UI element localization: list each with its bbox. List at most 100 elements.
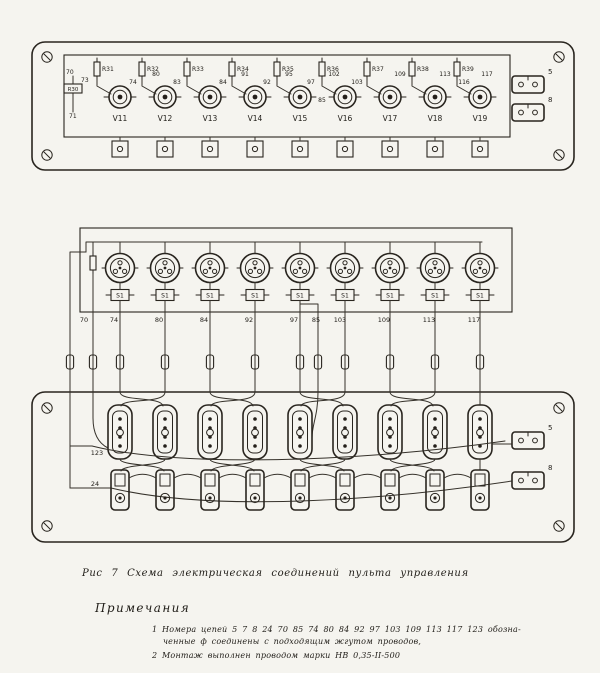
wire-number: 74 <box>110 316 118 324</box>
screw-hole <box>553 51 565 63</box>
switch-icon <box>156 140 174 158</box>
connector-icon <box>511 103 545 122</box>
tube-socket-icon <box>148 85 182 109</box>
resistor-box <box>63 83 83 94</box>
connector-label: 5 <box>548 68 552 76</box>
tube-socket-rear-icon <box>377 404 403 460</box>
wire-number: 84 <box>219 79 227 86</box>
switch-icon <box>246 140 264 158</box>
tube-socket-rear-icon <box>287 404 313 460</box>
middle-board-outline <box>79 227 513 313</box>
switch-icon <box>336 140 354 158</box>
switch-icon <box>381 140 399 158</box>
resistor-icon <box>318 57 326 81</box>
bottom-panel: 123 24 5 8 <box>31 391 575 543</box>
top-panel-outline <box>31 41 575 171</box>
wire-number: 85 <box>312 316 320 324</box>
switch-link-wires <box>128 473 472 479</box>
tube-label: V17 <box>383 114 398 123</box>
tube-label: V12 <box>158 114 173 123</box>
tube-socket-rear-icon <box>332 404 358 460</box>
tube-socket-rear-icon <box>467 404 493 460</box>
resistor-lead-wires <box>72 75 472 113</box>
tube-socket-rear-icon <box>242 404 268 460</box>
tube-socket-rear-icon <box>107 404 133 460</box>
tube-socket-icon <box>373 85 407 109</box>
wire-number: 97 <box>307 79 315 86</box>
bottom-panel-outline <box>31 391 575 543</box>
wire-number: 83 <box>173 79 181 86</box>
note-line: 2 Монтаж выполнен проводом марки НВ 0,35… <box>151 651 400 660</box>
switch-icon <box>201 140 219 158</box>
resistor-label: R30 <box>68 87 79 93</box>
screw-hole <box>41 149 53 161</box>
wire-number: 117 <box>468 316 480 324</box>
socket-switch-wires <box>91 440 513 503</box>
tube-label: V11 <box>113 114 128 123</box>
lamp-socket-icon <box>326 252 364 284</box>
wire-number: 92 <box>263 79 271 86</box>
entry-crossing-wires <box>69 391 481 489</box>
switch-label: S1 <box>116 293 124 300</box>
connector-icon <box>511 471 545 490</box>
resistor-label: R38 <box>417 66 429 73</box>
wire-number: 102 <box>328 71 340 78</box>
screw-hole <box>41 402 53 414</box>
resistor-icon <box>453 57 461 81</box>
wire-number: 70 <box>66 69 74 76</box>
tube-label: V13 <box>203 114 218 123</box>
connector-icon <box>511 431 545 450</box>
resistor-label: R33 <box>192 66 204 73</box>
tube-label: V18 <box>428 114 443 123</box>
wire-number: 92 <box>245 316 253 324</box>
resistor-label: R39 <box>462 66 474 73</box>
switch-label: S1 <box>386 293 394 300</box>
screw-hole <box>553 149 565 161</box>
wire-number: 80 <box>152 71 160 78</box>
tube-socket-rear-icon <box>152 404 178 460</box>
tube-socket-rear-icon <box>197 404 223 460</box>
lamp-socket-icon <box>371 252 409 284</box>
toggle-switch-icon <box>470 469 490 511</box>
resistor-icon <box>273 57 281 81</box>
screw-hole <box>41 51 53 63</box>
wire-number: 113 <box>423 316 435 324</box>
wire-number: 24 <box>91 480 99 488</box>
resistor-label: R34 <box>237 66 249 73</box>
bus-wires <box>79 241 483 254</box>
wire-number: 103 <box>351 79 363 86</box>
screw-hole <box>553 402 565 414</box>
connector-icon <box>511 75 545 94</box>
wire-number: 70 <box>80 316 88 324</box>
wire-number: 91 <box>241 71 249 78</box>
switch-label: S1 <box>161 293 169 300</box>
note-line: ченные ф соединены с подходящим жгутом п… <box>163 637 421 646</box>
figure-caption: Рис 7 Схема электрическая соединений пул… <box>81 568 469 579</box>
switch-icon <box>291 140 309 158</box>
wire-number: 74 <box>129 79 137 86</box>
tube-socket-icon <box>283 85 317 109</box>
lamp-socket-icon <box>416 252 454 284</box>
resistor-label: R37 <box>372 66 384 73</box>
switch-icon <box>111 140 129 158</box>
lamp-socket-icon <box>146 252 184 284</box>
resistor-icon <box>363 57 371 81</box>
notes-heading: Примечания <box>94 601 190 615</box>
screw-hole <box>553 520 565 532</box>
switch-label: S1 <box>341 293 349 300</box>
note-line: 1 Номера цепей 5 7 8 24 70 85 74 80 84 9… <box>152 625 521 634</box>
resistor-icon <box>228 57 236 81</box>
resistor-label: R31 <box>102 66 114 73</box>
top-panel-inner-board <box>63 54 511 138</box>
wire-number: 109 <box>394 71 406 78</box>
wire-number: 113 <box>439 71 451 78</box>
tube-label: V15 <box>293 114 308 123</box>
resistor-icon <box>138 57 146 81</box>
lamp-socket-icon <box>101 252 139 284</box>
connector-label: 8 <box>548 464 552 472</box>
tube-socket-icon <box>193 85 227 109</box>
resistor-icon <box>89 251 97 275</box>
connector-label: 8 <box>548 96 552 104</box>
